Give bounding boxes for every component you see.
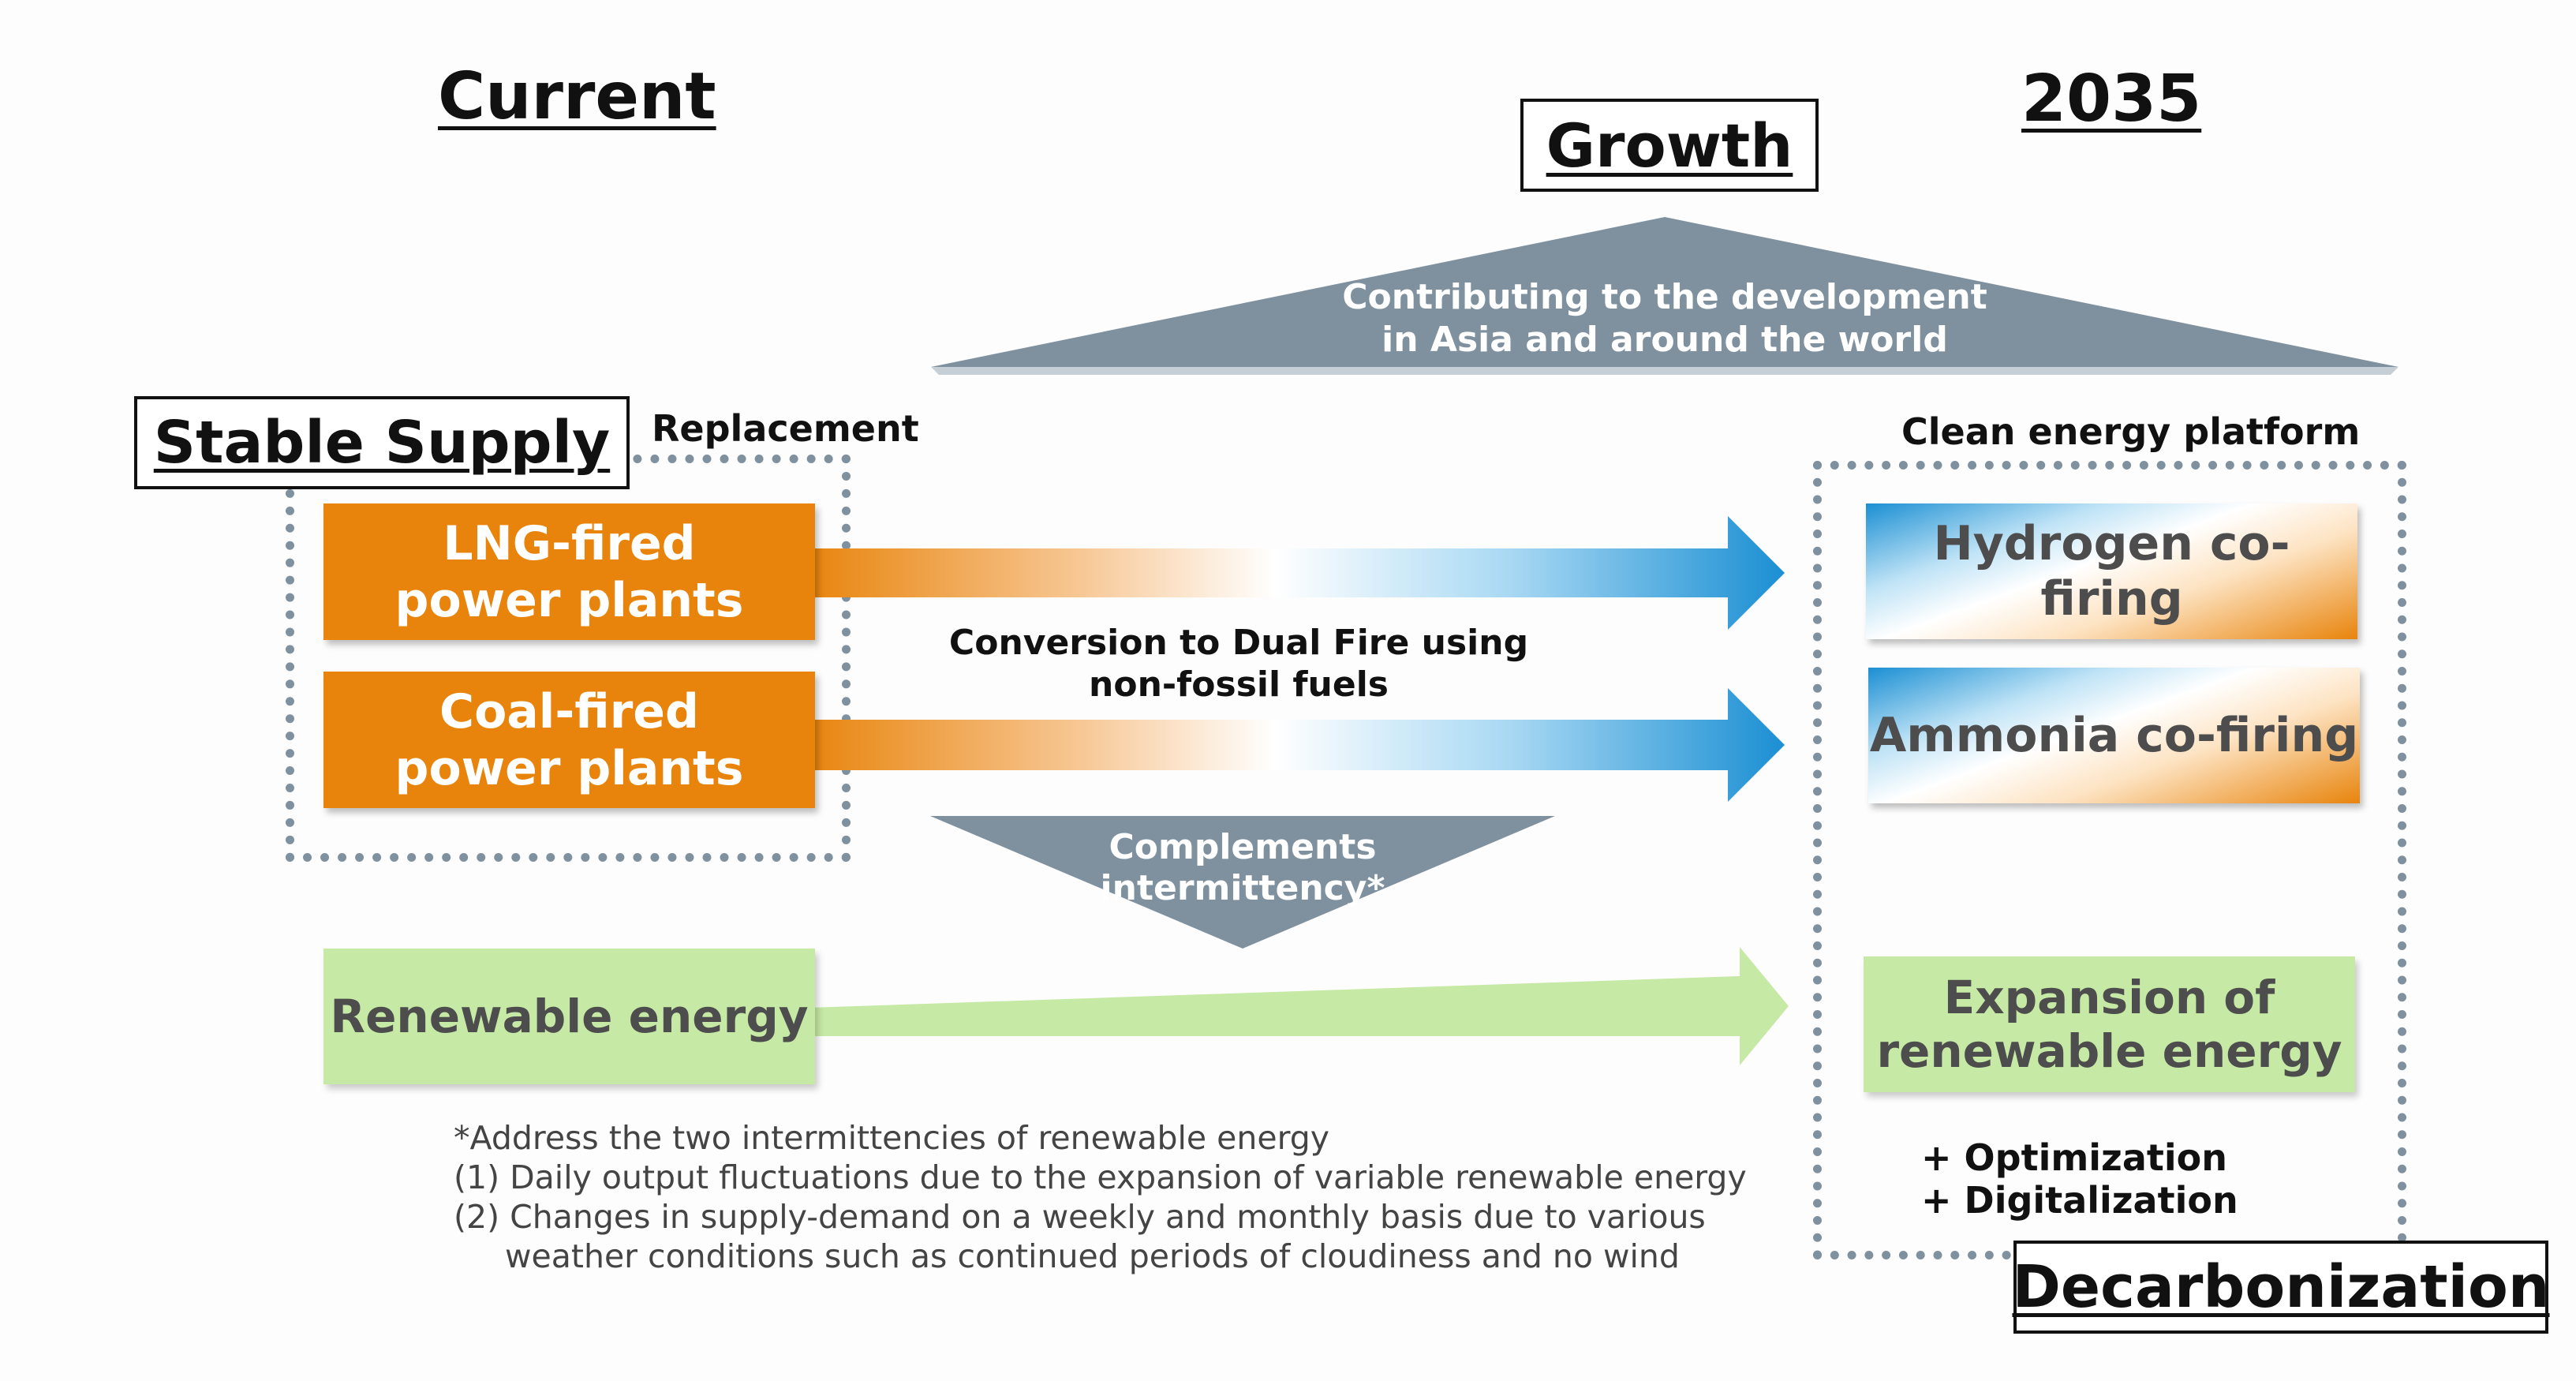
complements-triangle (930, 816, 1555, 949)
expansion-line1: Expansion of (1943, 971, 2275, 1024)
complements-line1: Complements (1109, 827, 1377, 867)
conversion-line1: Conversion to Dual Fire using (948, 623, 1529, 663)
lng-box: LNG-fired power plants (323, 503, 815, 640)
lng-line2: power plants (394, 572, 744, 628)
footnote-line3: (2) Changes in supply-demand on a weekly… (454, 1198, 1706, 1236)
growth-triangle-line2: in Asia and around the world (1381, 320, 1948, 360)
coal-line1: Coal-fired (439, 683, 699, 739)
optimization-label: + Optimization (1921, 1136, 2227, 1179)
platform-extras: + Optimization + Digitalization (1921, 1136, 2238, 1222)
decarbonization-heading: Decarbonization (2012, 1241, 2550, 1334)
coal-box: Coal-fired power plants (323, 672, 815, 808)
conversion-label: Conversion to Dual Fire using non-fossil… (923, 622, 1554, 705)
footnote-line1: *Address the two intermittencies of rene… (454, 1119, 1330, 1157)
footnote-line2: (1) Daily output fluctuations due to the… (454, 1158, 1747, 1196)
growth-triangle-line1: Contributing to the development (1342, 277, 1987, 317)
complements-line2: intermittency* (1100, 868, 1385, 908)
stable-supply-heading: Stable Supply (134, 396, 630, 489)
lng-arrow (805, 516, 1785, 630)
growth-triangle-text: Contributing to the development in Asia … (1270, 276, 2059, 361)
complements-text: Complements intermittency* (1006, 827, 1479, 909)
growth-triangle (931, 217, 2398, 375)
replacement-label: Replacement (652, 407, 919, 450)
lng-line1: LNG-fired (443, 515, 696, 571)
coal-line2: power plants (394, 740, 744, 796)
coal-arrow (805, 688, 1785, 802)
conversion-arrows (805, 516, 1785, 802)
renewable-arrow (809, 947, 1789, 1065)
renewable-box: Renewable energy (323, 949, 815, 1084)
year-heading: 2035 (2021, 62, 2202, 137)
digitalization-label: + Digitalization (1921, 1179, 2238, 1222)
expansion-line2: renewable energy (1876, 1024, 2342, 1078)
expansion-box: Expansion of renewable energy (1864, 956, 2355, 1092)
growth-heading: Growth (1520, 99, 1819, 192)
conversion-line2: non-fossil fuels (1089, 664, 1389, 705)
footnote: *Address the two intermittencies of rene… (454, 1118, 1747, 1276)
footnote-line4: weather conditions such as continued per… (505, 1237, 1680, 1275)
current-heading: Current (438, 59, 716, 134)
hydrogen-box: Hydrogen co-firing (1866, 503, 2357, 639)
ammonia-box: Ammonia co-firing (1868, 668, 2360, 803)
clean-platform-label: Clean energy platform (1901, 410, 2361, 453)
